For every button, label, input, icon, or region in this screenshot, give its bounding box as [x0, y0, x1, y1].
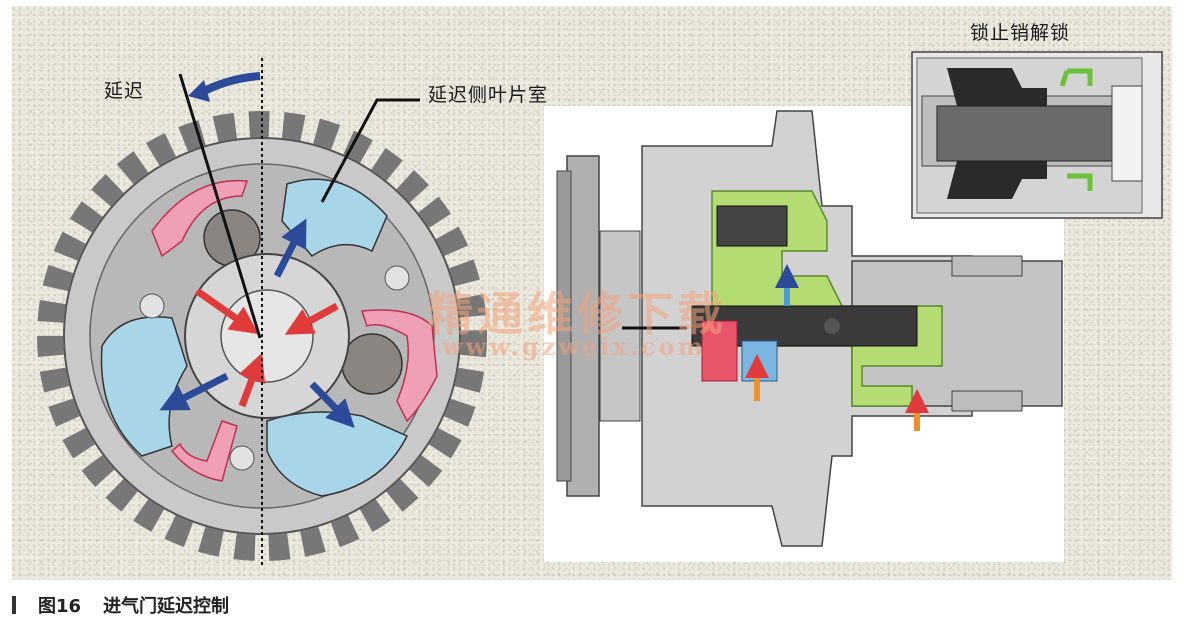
caption-title: 进气门延迟控制	[103, 596, 230, 617]
oil-passage-right	[360, 309, 438, 423]
retard-chamber-lower	[266, 411, 409, 497]
label-retard-chamber: 延迟侧叶片室	[428, 84, 549, 106]
vvt-sprocket	[37, 58, 487, 566]
caption-bar	[12, 596, 16, 614]
label-lock-pin-unlock: 锁止销解锁	[970, 22, 1071, 44]
red-arrow-2	[284, 302, 339, 335]
red-arrow-3	[238, 352, 266, 408]
blue-arrow-2	[159, 372, 229, 411]
oil-passage-upper-left	[151, 179, 249, 258]
retard-chamber-upper	[281, 178, 388, 257]
lock-pin-inset	[911, 51, 1163, 219]
retard-pointer-line	[178, 73, 262, 339]
blue-arrow-3	[309, 381, 355, 429]
diagram-figure: 延迟 延迟侧叶片室 锁止销解锁 精通维修下载 www.gzweix.com	[12, 6, 1172, 580]
retard-chamber-left	[100, 316, 188, 457]
pink-passage	[701, 320, 738, 382]
label-retard: 延迟	[104, 80, 145, 102]
lock-pin-body	[936, 105, 1113, 162]
lock-pin-right	[341, 333, 403, 395]
retard-direction-arrow	[200, 72, 261, 96]
figure-caption: 图16 进气门延迟控制	[12, 590, 229, 620]
watermark-text: 精通维修下载	[427, 287, 727, 341]
blue-arrow-1	[273, 218, 307, 278]
oil-passage-lower-left	[170, 420, 238, 482]
diagram-canvas	[37, 51, 1163, 566]
chamber-pointer-line	[320, 98, 420, 203]
watermark-url: www.gzweix.com	[442, 332, 707, 361]
caption-number: 图16	[38, 596, 82, 617]
red-arrow-1	[194, 288, 259, 335]
